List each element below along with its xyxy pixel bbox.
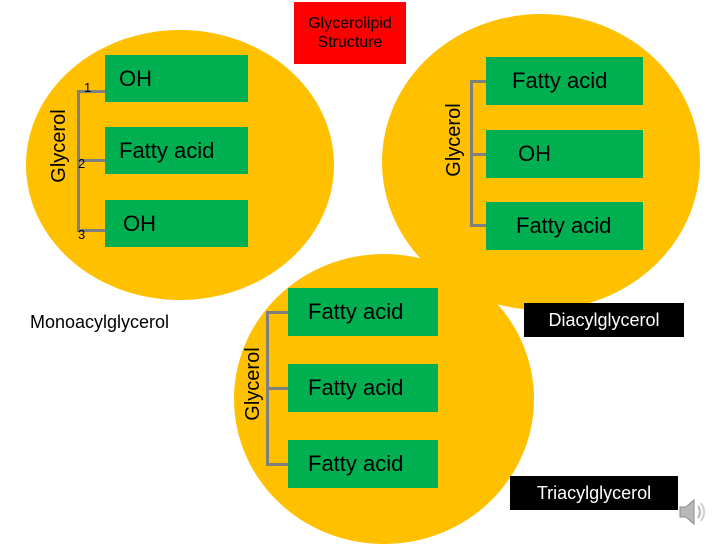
- mono-position-3: 3: [78, 227, 86, 242]
- tri-group-1: Fatty acid: [288, 288, 438, 336]
- di-group-2-label: OH: [518, 141, 551, 166]
- tri-group-2-label: Fatty acid: [308, 375, 404, 400]
- di-group-1-label: Fatty acid: [512, 68, 608, 93]
- di-bond-1: [470, 80, 486, 83]
- monoacylglycerol-label: Monoacylglycerol: [30, 312, 170, 332]
- mono-glycerol-backbone: [77, 92, 80, 232]
- di-group-3-label: Fatty acid: [516, 213, 612, 238]
- tri-bond-3: [266, 463, 288, 466]
- tri-glycerol-label: Glycerol: [242, 347, 264, 421]
- mono-position-2: 2: [78, 156, 86, 171]
- mono-bond-1: [77, 90, 105, 93]
- diagram-title: Glycerolipid Structure: [294, 2, 406, 64]
- mono-group-1-label: OH: [119, 65, 152, 91]
- di-group-1: Fatty acid: [486, 57, 643, 105]
- mono-group-1: OH: [105, 55, 248, 102]
- mono-group-3-label: OH: [123, 210, 156, 236]
- tri-bond-2: [266, 387, 288, 390]
- triacylglycerol-label: Triacylglycerol: [510, 476, 678, 510]
- tri-group-3: Fatty acid: [288, 440, 438, 488]
- di-bond-2: [470, 153, 486, 156]
- mono-group-3: OH: [105, 200, 248, 247]
- di-glycerol-label: Glycerol: [443, 103, 465, 177]
- mono-glycerol-label: Glycerol: [48, 109, 70, 183]
- di-group-2: OH: [486, 130, 643, 178]
- di-group-3: Fatty acid: [486, 202, 643, 250]
- di-bond-3: [470, 224, 486, 227]
- tri-bond-1: [266, 311, 288, 314]
- mono-group-2: Fatty acid: [105, 127, 248, 174]
- diacylglycerol-label: Diacylglycerol: [524, 303, 684, 337]
- tri-group-2: Fatty acid: [288, 364, 438, 412]
- mono-position-1: 1: [84, 80, 92, 95]
- mono-bond-3: [77, 229, 105, 232]
- tri-group-3-label: Fatty acid: [308, 451, 404, 476]
- tri-group-1-label: Fatty acid: [308, 299, 404, 324]
- mono-group-2-label: Fatty acid: [119, 137, 215, 163]
- speaker-icon[interactable]: [674, 494, 710, 530]
- mono-bond-2: [77, 159, 105, 162]
